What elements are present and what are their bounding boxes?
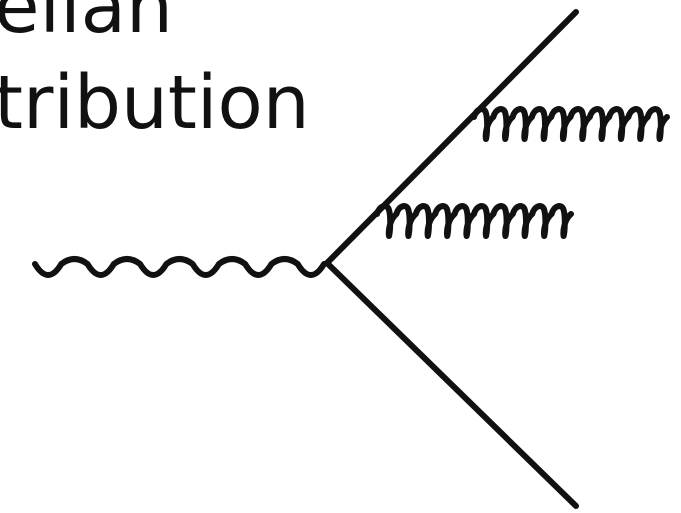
- incoming-boson: [32, 256, 327, 278]
- radiated-gluon-1: [471, 106, 670, 142]
- title-line-1: elian: [0, 0, 173, 50]
- lower-fermion-line: [324, 260, 579, 509]
- upper-fermion-line: [324, 9, 579, 266]
- title-line-2: tribution: [0, 60, 310, 146]
- radiated-gluon-2: [374, 203, 574, 239]
